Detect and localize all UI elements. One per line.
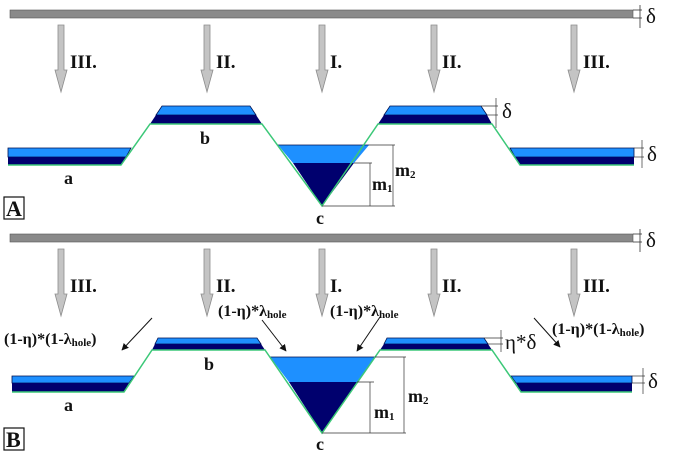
flux-label-a-4: II. <box>442 52 462 73</box>
site-c-label-a: c <box>316 208 324 228</box>
site-a-right-layers-b <box>510 375 633 392</box>
panel-b-flux-arrow-icon-1 <box>54 248 68 318</box>
flux-label-b-2: II. <box>216 276 236 297</box>
flux-label-b-5: III. <box>583 276 610 297</box>
panel-a-flux-arrow-icon-5 <box>567 24 581 94</box>
flux-label-b-3: I. <box>330 276 342 297</box>
source-thickness-a <box>633 5 642 28</box>
site-b-layers-a <box>150 105 262 124</box>
panel-a-label: A <box>6 196 22 221</box>
site-c-layers-b <box>270 356 375 433</box>
panel-a-flux-arrow-icon-1 <box>54 24 68 94</box>
panel-a: δ III. II. I. II. III. <box>3 4 657 228</box>
panel-b-flux-arrow-icon-2 <box>200 248 214 318</box>
site-b-layers-b <box>152 337 265 350</box>
site-a-right-layers-a <box>509 147 635 165</box>
panel-a-box <box>3 196 25 220</box>
m-dims-b <box>322 356 406 434</box>
arrow-right-outer <box>533 317 561 348</box>
site-a-layers-a <box>7 147 132 165</box>
m-dims-a <box>322 144 395 207</box>
flux-label-b-1: III. <box>70 276 97 297</box>
m1-label-a: m1 <box>372 174 393 195</box>
formula-arrows-b <box>121 316 561 352</box>
thickness-dim-a-b <box>632 368 645 394</box>
thickness-dim-b-a <box>481 98 498 128</box>
arrow-left-inner <box>261 319 287 352</box>
formula-right-inner: (1-η)*λhole <box>330 303 399 321</box>
arrow-right-inner-2 <box>356 316 381 352</box>
panel-a-flux-arrow-icon-2 <box>200 24 214 94</box>
thickness-dim-a-a <box>634 140 644 168</box>
source-bar-a <box>9 9 634 19</box>
site-a-label-b: a <box>64 395 73 415</box>
panel-b-box <box>3 427 25 451</box>
flux-label-a-3: I. <box>330 52 342 73</box>
delta-label-source-b: δ <box>646 228 656 252</box>
site-a-label-a: a <box>64 168 73 188</box>
delta-label-a-b: δ <box>648 369 658 393</box>
panel-b-label: B <box>6 427 21 452</box>
site-b-label-a: b <box>200 128 210 148</box>
site-a-layers-b <box>11 375 135 392</box>
formula-right-outer: (1-η)*(1-λhole) <box>552 321 644 339</box>
m1-label-b: m1 <box>374 402 395 423</box>
panel-b: δ III. II. I. II. III. <box>3 228 658 454</box>
thickness-dim-b-b <box>484 330 503 352</box>
arrow-left-outer <box>121 317 153 351</box>
site-b-label-b: b <box>204 354 214 374</box>
panel-b-flux-arrow-icon-5 <box>567 248 581 318</box>
eta-delta-label-b: η*δ <box>505 330 536 354</box>
source-bar-b <box>9 233 634 243</box>
delta-label-a-a: δ <box>647 142 657 166</box>
site-c-layers-a <box>278 144 369 206</box>
panel-b-flux-arrow-icon-3 <box>315 248 329 318</box>
source-thickness-b <box>633 229 642 252</box>
flux-label-b-4: II. <box>442 276 462 297</box>
panel-a-flux-arrow-icon-3 <box>315 24 329 94</box>
site-b-right-layers-b <box>380 337 492 350</box>
delta-label-b-a: δ <box>502 99 512 123</box>
m2-label-b: m2 <box>408 386 429 407</box>
flux-label-a-1: III. <box>70 52 97 73</box>
site-c-label-b: c <box>316 434 324 454</box>
formula-left-inner: (1-η)*λhole <box>218 303 287 321</box>
m2-label-a: m2 <box>395 160 416 181</box>
flux-label-a-2: II. <box>216 52 236 73</box>
delta-label-source-a: δ <box>646 4 656 28</box>
formula-left-outer: (1-η)*(1-λhole) <box>4 331 96 349</box>
panel-a-flux-arrow-icon-4 <box>427 24 441 94</box>
panel-b-flux-arrow-icon-4 <box>427 248 441 318</box>
flux-label-a-5: III. <box>583 52 610 73</box>
site-b-right-layers-a <box>378 105 492 124</box>
